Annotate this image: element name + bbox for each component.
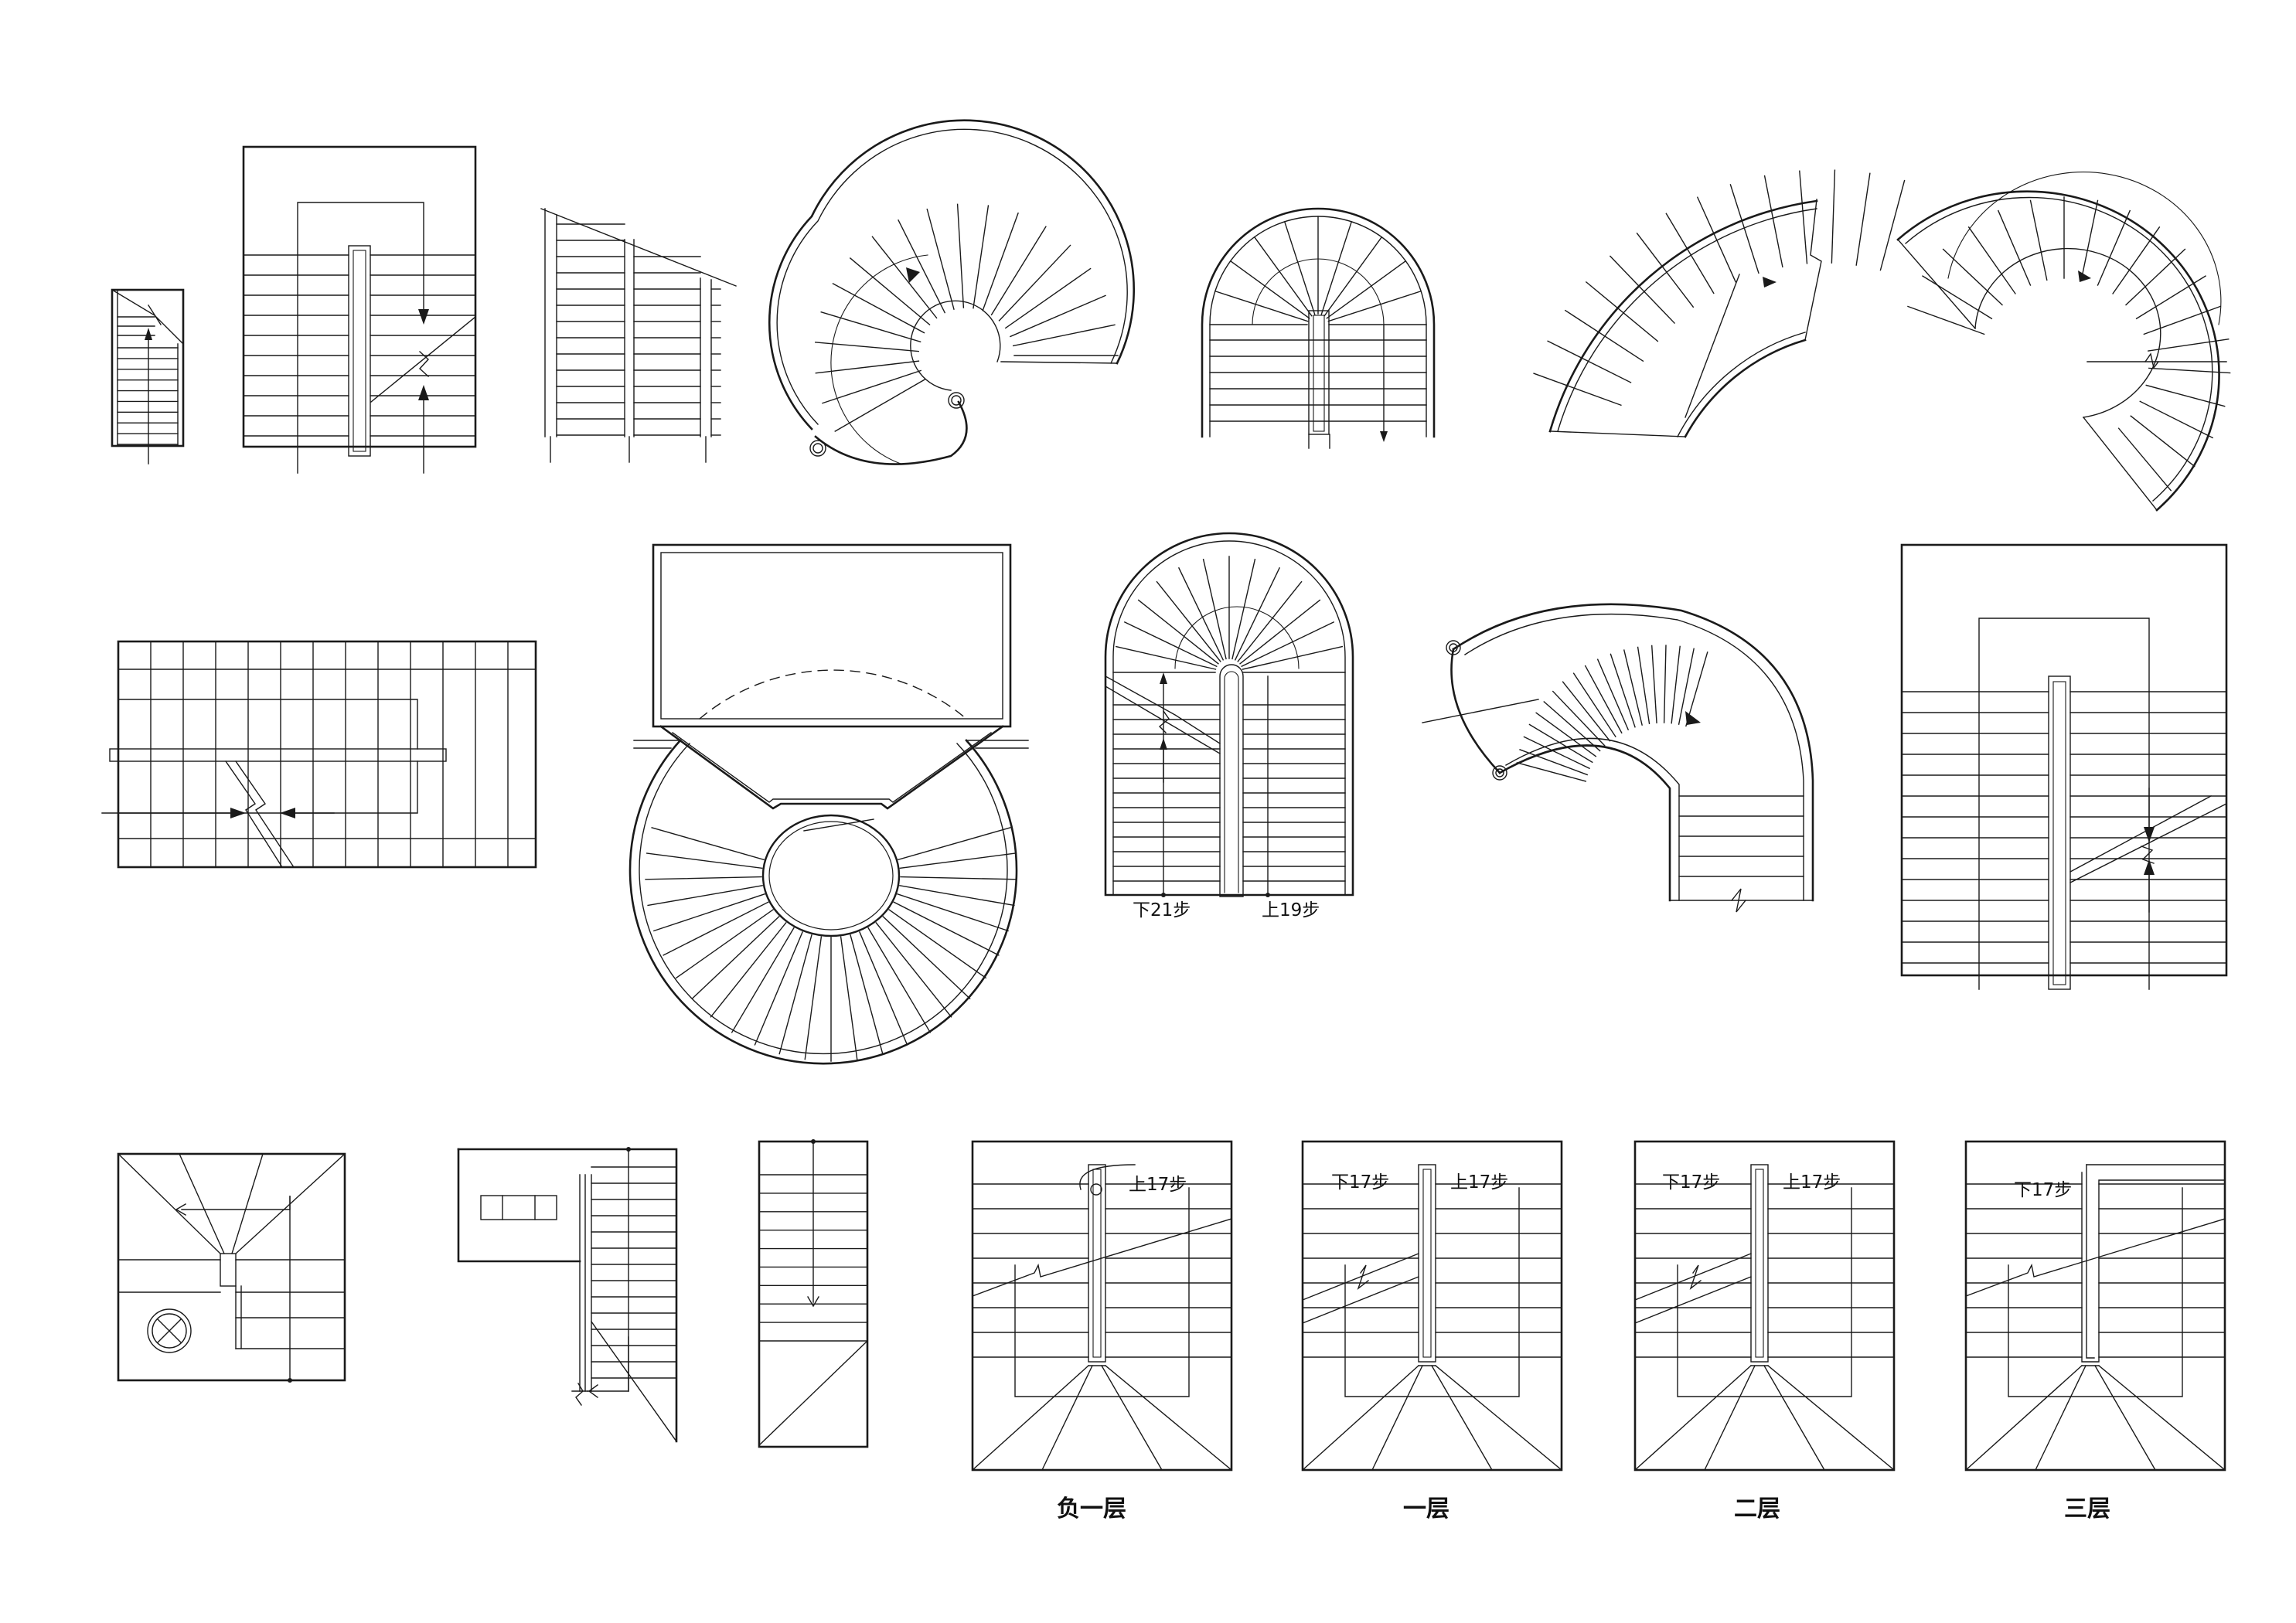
floor-plan-1: [971, 1140, 1233, 1472]
curved-stair-three-quarter: [1896, 172, 2231, 512]
label-f3-down: 下17步: [2014, 1180, 2072, 1200]
floor-title-f1: 一层: [1403, 1495, 1449, 1523]
l-shaped-stair: [457, 1147, 678, 1443]
curved-stair-arc: [1533, 169, 1906, 438]
double-run-stair-large: [1900, 543, 2228, 990]
double-run-horizontal: [101, 640, 537, 869]
floor-plan-series: [971, 1140, 2226, 1472]
arched-stair: [1201, 207, 1436, 449]
floor-plan-3: [1633, 1140, 1896, 1472]
floor-title-f2: 二层: [1734, 1495, 1780, 1523]
label-f1-up: 上17步: [1450, 1172, 1508, 1193]
floor-plan-4: [1964, 1140, 2226, 1472]
double-run-stair: [242, 145, 477, 474]
floor-title-b1: 负一层: [1057, 1495, 1126, 1523]
floor-plan-2: [1301, 1140, 1563, 1472]
label-up-19-steps: 上19步: [1262, 900, 1320, 920]
label-f2-up: 上17步: [1783, 1172, 1841, 1193]
label-f1-down: 下17步: [1331, 1172, 1389, 1193]
circular-stair-with-landing: [629, 543, 1029, 1065]
label-down-21-steps: 下21步: [1133, 900, 1191, 920]
floor-title-f3: 三层: [2064, 1495, 2110, 1523]
square-stair-fan: [117, 1152, 346, 1383]
straight-stair-small: [111, 288, 185, 464]
curved-stair-hook: [1422, 603, 1814, 913]
arched-double-run-stair: 下21步 上19步: [1104, 532, 1354, 920]
label-b1-up: 上17步: [1129, 1175, 1187, 1195]
spiral-stair-open: [768, 119, 1135, 465]
straight-narrow-stair: [758, 1139, 869, 1448]
label-f2-down: 下17步: [1662, 1172, 1720, 1193]
parallel-stair: [540, 208, 737, 463]
